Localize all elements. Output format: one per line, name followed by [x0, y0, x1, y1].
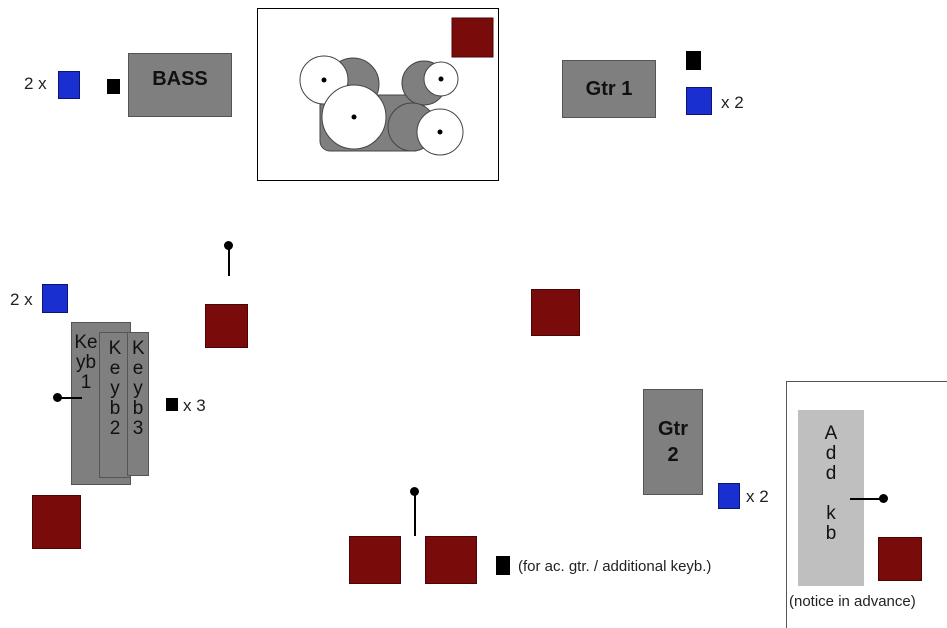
vocal-mic-center [410, 487, 419, 496]
monitor-front-left [349, 536, 401, 584]
drum-kit [299, 17, 494, 156]
center-power-note: (for ac. gtr. / additional keyb.) [518, 558, 712, 575]
bass-di-box [58, 71, 80, 99]
keys-di-box [42, 284, 68, 313]
keyboard-3: Keyb3 [127, 332, 149, 476]
additional-mic-stand [850, 498, 882, 500]
monitor-right [531, 289, 580, 336]
keys-power-count: x 3 [183, 396, 206, 415]
monitor-left [205, 304, 248, 348]
keys-power-outlet [166, 398, 178, 411]
gtr1-amp: Gtr 1 [562, 60, 656, 118]
drum-riser [257, 8, 499, 181]
monitor-front-right [425, 536, 477, 584]
keys-mic [53, 393, 62, 402]
keys-monitor [32, 495, 81, 549]
gtr2-amp-label: Gtr 2 [658, 418, 688, 466]
vocal-mic-left-stand [228, 246, 230, 276]
gtr1-di-count: x 2 [721, 93, 744, 112]
keyboard-3-label: Keyb3 [132, 338, 145, 439]
bass-amp: BASS [128, 53, 232, 117]
vocal-mic-left [224, 241, 233, 250]
additional-monitor [878, 537, 922, 581]
bass-di-count: 2 x [24, 74, 47, 93]
gtr1-power-outlet [686, 51, 701, 70]
gtr2-amp: Gtr 2 [643, 389, 703, 495]
drum-monitor [451, 17, 494, 58]
keyboard-2: Keyb2 [99, 332, 131, 478]
keys-di-count: 2 x [10, 290, 33, 309]
additional-mic [879, 494, 888, 503]
gtr2-di-box [718, 483, 740, 509]
keyboard-1-label: Keyb1 [74, 332, 98, 393]
additional-note: (notice in advance) [789, 593, 916, 610]
gtr1-di-box [686, 87, 712, 115]
gtr2-di-count: x 2 [746, 487, 769, 506]
bass-power-outlet [107, 79, 120, 94]
keyboard-2-label: Keyb2 [108, 338, 122, 439]
center-power-outlet [496, 556, 510, 575]
vocal-mic-center-stand [414, 492, 416, 536]
keys-mic-stand [58, 397, 82, 399]
